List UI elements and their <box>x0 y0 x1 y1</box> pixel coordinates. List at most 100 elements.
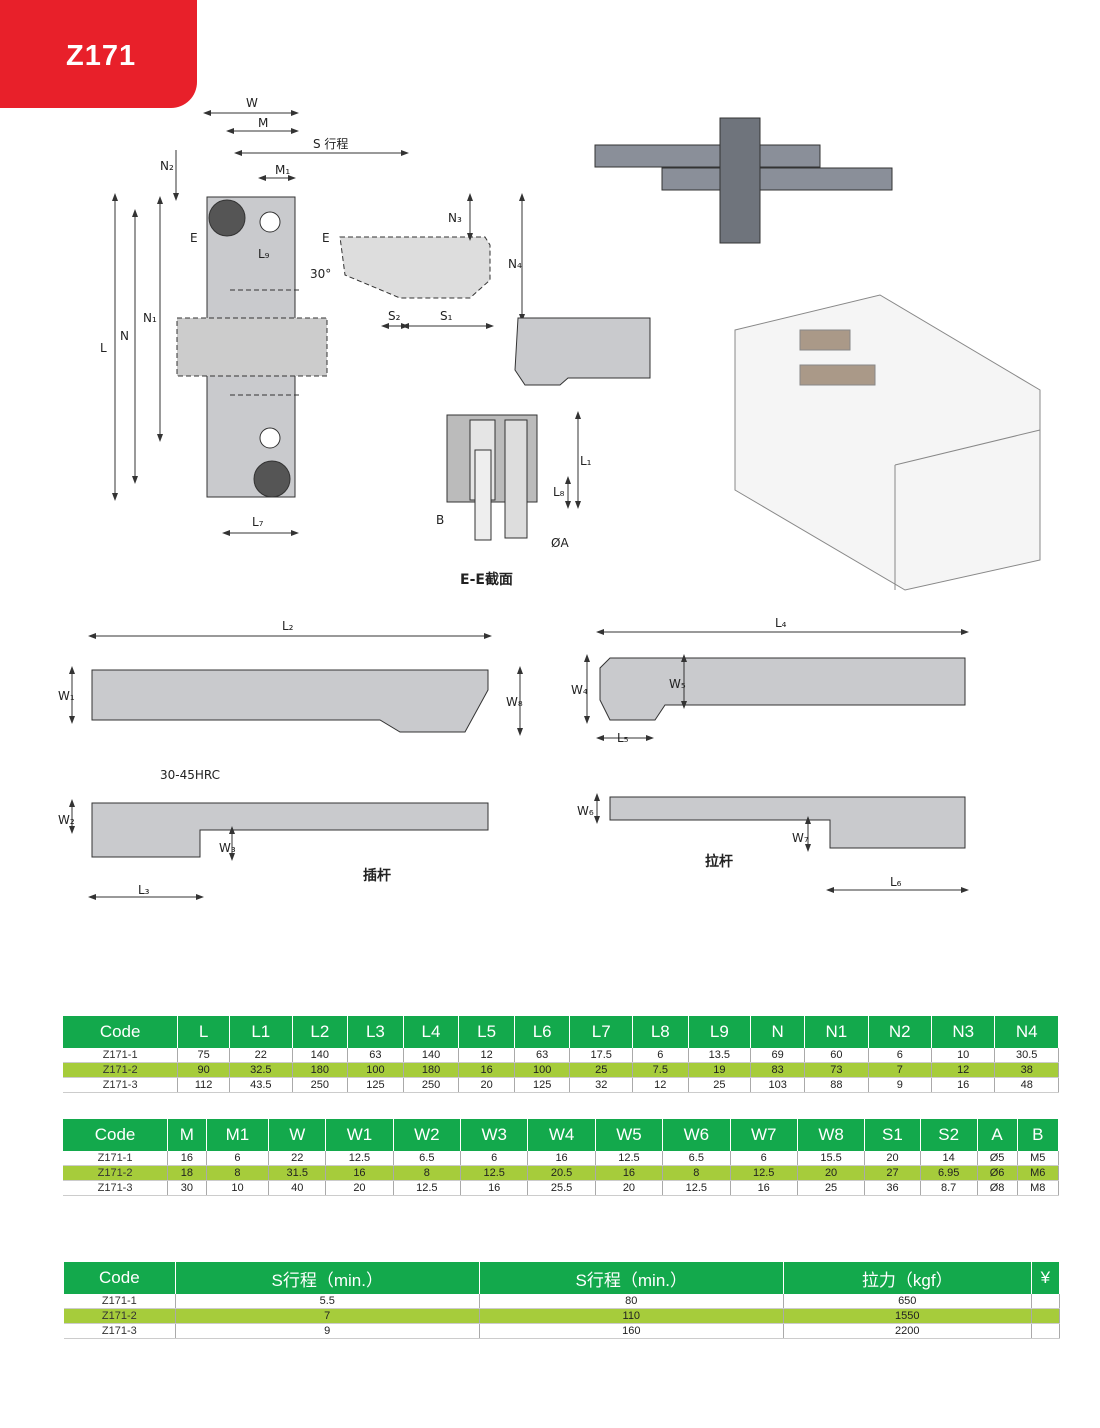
table-cell: 100 <box>514 1062 571 1078</box>
table-cell: 16 <box>527 1151 596 1166</box>
table-cell: 48 <box>994 1077 1059 1093</box>
table-cell: 27 <box>864 1165 921 1181</box>
table-cell <box>1031 1294 1061 1309</box>
label-L6: L₆ <box>890 875 902 889</box>
table-cell <box>1031 1308 1061 1324</box>
label-S1: S₁ <box>440 309 453 323</box>
label-S-stroke: S 行程 <box>313 136 348 151</box>
header-cell: N4 <box>994 1016 1059 1048</box>
label-W7: W₇ <box>792 831 809 845</box>
table-cell: 19 <box>688 1062 752 1078</box>
table-cell: 32 <box>569 1077 633 1093</box>
label-B: B <box>436 513 444 527</box>
screw-head-top <box>208 199 246 237</box>
table-cell: 25 <box>569 1062 633 1078</box>
table-cell: 8 <box>393 1165 462 1181</box>
table-cell: 16 <box>460 1180 529 1196</box>
label-insert-bar: 插杆 <box>363 867 391 884</box>
table-cell: 25 <box>688 1077 752 1093</box>
table-cell: 16 <box>458 1062 515 1078</box>
label-M1: M₁ <box>275 163 290 177</box>
header-cell: S1 <box>864 1119 921 1151</box>
table-cell: Z171-2 <box>63 1165 169 1181</box>
table-cell: 140 <box>292 1048 349 1063</box>
table-cell: 140 <box>403 1048 460 1063</box>
header-cell: ¥ <box>1031 1262 1061 1294</box>
screw-head-bottom <box>253 460 291 498</box>
table-cell: 100 <box>347 1062 404 1078</box>
header-cell: B <box>1017 1119 1060 1151</box>
table-cell: 60 <box>804 1048 869 1063</box>
table-cell: 2200 <box>783 1323 1032 1339</box>
header-cell: N <box>750 1016 806 1048</box>
header-cell: L8 <box>632 1016 689 1048</box>
label-W1: W₁ <box>58 689 75 703</box>
label-L1: L₁ <box>580 454 592 468</box>
table-cell: 8 <box>206 1165 270 1181</box>
table-cell: 25 <box>797 1180 866 1196</box>
label-L7: L₇ <box>252 515 264 529</box>
table-cell: 88 <box>804 1077 869 1093</box>
label-L5: L₅ <box>617 731 629 745</box>
header-cell: L3 <box>347 1016 404 1048</box>
header-cell: W3 <box>460 1119 529 1151</box>
header-cell: W <box>268 1119 327 1151</box>
header-cell: S行程（min.） <box>175 1262 480 1294</box>
table-cell: 6.95 <box>920 1165 978 1181</box>
header-cell: L <box>177 1016 231 1048</box>
header-cell: N1 <box>804 1016 869 1048</box>
table-cell: 6 <box>868 1048 932 1063</box>
header-cell: L7 <box>569 1016 633 1048</box>
table-cell: 83 <box>750 1062 806 1078</box>
dowel-mark-bottom <box>259 427 281 449</box>
table-cell: 125 <box>514 1077 571 1093</box>
table-cell: Z171-1 <box>63 1048 179 1063</box>
table-cell: 12 <box>931 1062 996 1078</box>
table-cell: 12 <box>632 1077 689 1093</box>
insert-bar-side-view <box>91 802 489 858</box>
header-cell: N2 <box>868 1016 932 1048</box>
label-W4: W₄ <box>571 683 588 697</box>
label-W: W <box>246 96 258 110</box>
header-cell: Code <box>64 1262 176 1294</box>
label-M: M <box>258 116 268 130</box>
insert-bar-top-view <box>91 669 489 733</box>
table-cell: 180 <box>403 1062 460 1078</box>
table-cell: 112 <box>177 1077 231 1093</box>
label-section-EE: E-E截面 <box>460 571 513 588</box>
table-cell: Z171-1 <box>63 1151 169 1166</box>
table-cell: Ø6 <box>977 1165 1018 1181</box>
table-cell: 103 <box>750 1077 806 1093</box>
table-cell: 22 <box>229 1048 293 1063</box>
label-W6: W₆ <box>577 804 594 818</box>
table-cell: M5 <box>1017 1151 1060 1166</box>
table-cell: 69 <box>750 1048 806 1063</box>
table-cell: 12.5 <box>595 1151 664 1166</box>
table-cell: 160 <box>479 1323 784 1339</box>
header-cell: N3 <box>931 1016 996 1048</box>
label-pull-bar: 拉杆 <box>705 853 733 870</box>
table-cell: 20.5 <box>527 1165 596 1181</box>
table-cell: Z171-3 <box>64 1323 176 1339</box>
table-cell: 20 <box>797 1165 866 1181</box>
table-cell: 8.7 <box>920 1180 978 1196</box>
table-cell: 16 <box>167 1151 207 1166</box>
label-S2: S₂ <box>388 309 401 323</box>
header-cell: M1 <box>206 1119 270 1151</box>
header-cell: Code <box>63 1016 179 1048</box>
table-cell: Ø8 <box>977 1180 1018 1196</box>
label-N: N <box>120 329 129 343</box>
table-cell: 12.5 <box>662 1180 731 1196</box>
table-cell: Z171-3 <box>63 1077 179 1093</box>
table-cell: 1550 <box>783 1308 1032 1324</box>
table-cell: M8 <box>1017 1180 1060 1196</box>
table-cell: 650 <box>783 1294 1032 1309</box>
label-30deg: 30° <box>310 267 331 281</box>
table-cell: 43.5 <box>229 1077 293 1093</box>
label-N3: N₃ <box>448 211 462 225</box>
table-cell: 6 <box>206 1151 270 1166</box>
table-cell: M6 <box>1017 1165 1060 1181</box>
